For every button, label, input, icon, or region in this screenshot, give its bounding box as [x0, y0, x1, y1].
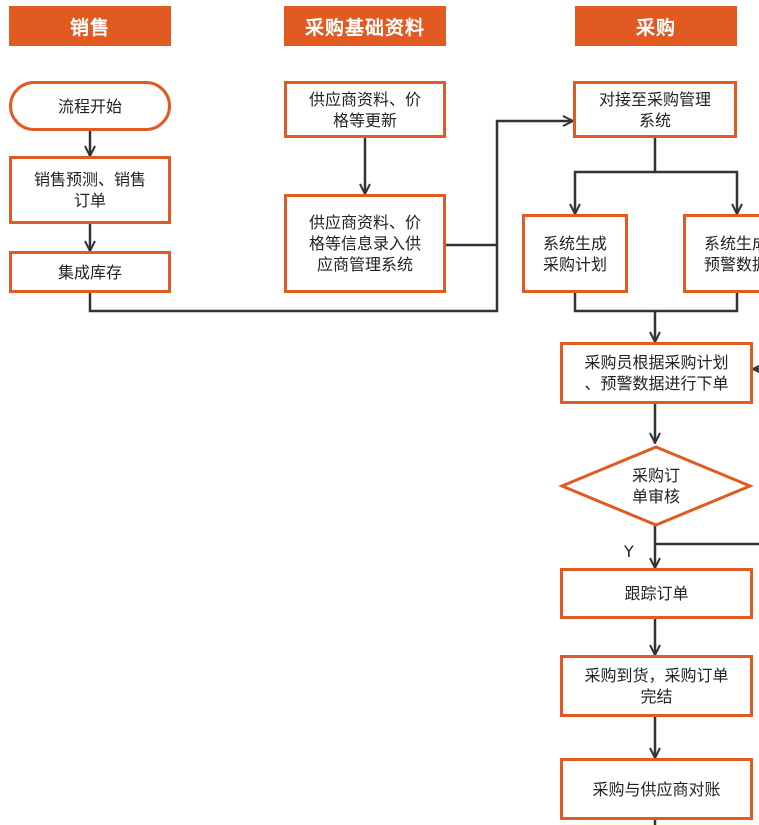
header-purchase-base: 采购基础资料 [284, 6, 446, 46]
header-purchase: 采购 [575, 6, 737, 46]
node-generate-plan: 系统生成 采购计划 [522, 214, 628, 293]
node-connect-purchase-system: 对接至采购管理 系统 [573, 81, 737, 138]
node-reconcile-supplier: 采购与供应商对账 [560, 758, 753, 820]
node-integrated-inventory: 集成库存 [9, 251, 171, 293]
node-generate-alert: 系统生成 预警数据 [683, 214, 759, 293]
line-connect-branch [575, 138, 657, 214]
line-inventory-to-connect [88, 121, 573, 313]
review-diamond [558, 445, 754, 527]
node-place-order: 采购员根据采购计划 、预警数据进行下单 [560, 342, 753, 404]
header-sales: 销售 [9, 6, 171, 46]
line-connect-branch-right [655, 170, 737, 214]
line-merge-to-order [573, 293, 739, 313]
node-sales-forecast-order: 销售预测、销售 订单 [9, 156, 171, 224]
node-supplier-update: 供应商资料、价 格等更新 [284, 81, 446, 138]
node-process-start: 流程开始 [9, 81, 171, 131]
node-supplier-entry: 供应商资料、价 格等信息录入供 应商管理系统 [284, 194, 446, 293]
label-yes: Y [624, 542, 634, 561]
node-track-order: 跟踪订单 [560, 568, 753, 619]
node-order-review: 采购订 单审核 [631, 466, 680, 506]
node-arrival-complete: 采购到货，采购订单 完结 [560, 655, 753, 717]
